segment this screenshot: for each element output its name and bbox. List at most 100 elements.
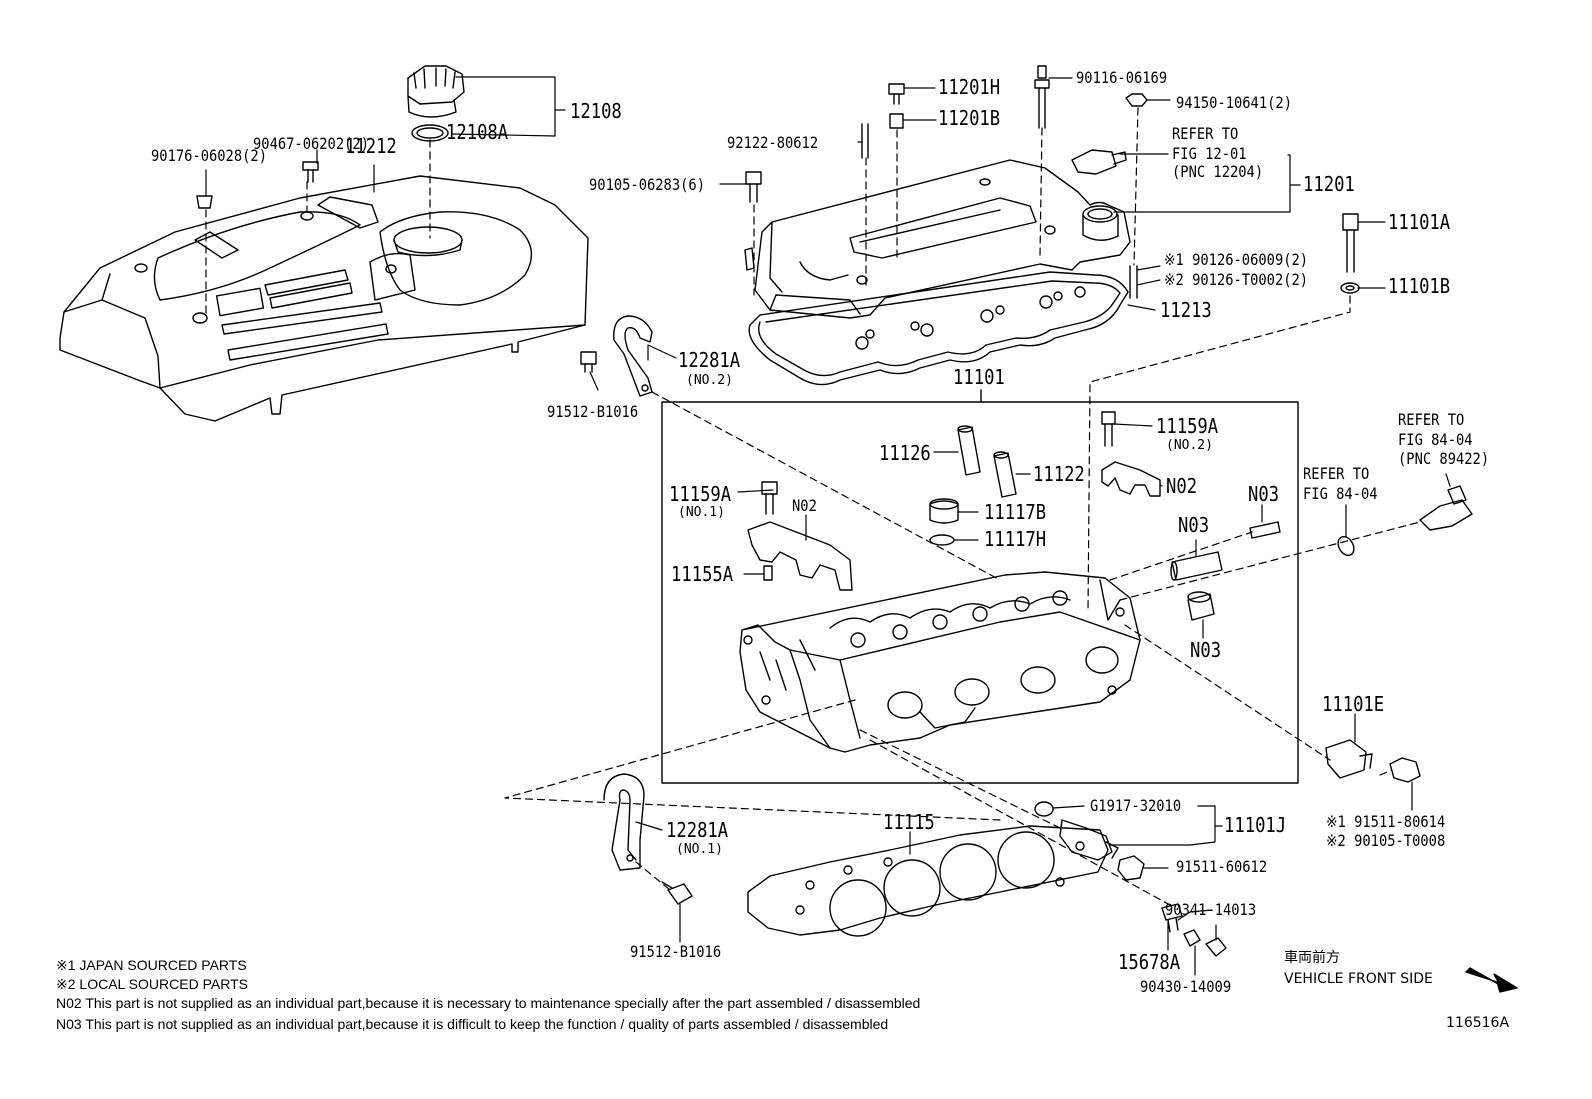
label-refer1-a: REFER TO	[1172, 124, 1239, 143]
label-11213: 11213	[1160, 298, 1212, 322]
bearing-cap-n02-right	[1101, 461, 1161, 497]
label-11201B: 11201B	[938, 106, 1001, 130]
label-90341: 90341-14013	[1165, 900, 1257, 919]
label-11101E: 11101E	[1322, 692, 1385, 716]
sensor-11101E	[1325, 739, 1373, 779]
pipe-11122	[993, 451, 1017, 498]
engine-cover-11212	[59, 175, 589, 422]
label-refer2-c: (PNC 89422)	[1398, 449, 1490, 468]
label-90467: 90467-06202(2)	[253, 134, 369, 153]
note-n02: N02 This part is not supplied as an indi…	[56, 995, 921, 1011]
label-no2-a: (NO.2)	[686, 373, 733, 388]
note-japan-sourced: ※1 JAPAN SOURCED PARTS	[56, 957, 247, 973]
label-90126-a: ※1 90126-06009(2)	[1164, 250, 1309, 269]
label-12108: 12108	[570, 99, 622, 123]
guide-n03-c	[1187, 591, 1215, 621]
bolt-91512-bottom	[661, 881, 693, 905]
guide-n03-a	[1249, 521, 1281, 539]
note-local-sourced: ※2 LOCAL SOURCED PARTS	[56, 976, 248, 992]
engine-hanger-no2	[613, 315, 653, 397]
label-jp-front: 車両前方	[1284, 950, 1340, 966]
label-11101J: 11101J	[1224, 813, 1287, 837]
label-11122: 11122	[1033, 462, 1085, 486]
label-11115: 11115	[883, 810, 935, 834]
bolt-91511-60612	[1117, 855, 1145, 881]
label-15678A: 15678A	[1118, 950, 1181, 974]
bolt-90105-06283	[745, 171, 762, 203]
label-11201H: 11201H	[938, 75, 1001, 99]
label-11159A-l: 11159A	[669, 482, 732, 506]
label-90105-T0008: ※2 90105-T0008	[1326, 831, 1446, 850]
label-94150: 94150-10641(2)	[1176, 93, 1292, 112]
washer-11101B	[1340, 282, 1360, 294]
label-92122: 92122-80612	[727, 133, 819, 152]
label-11101: 11101	[953, 365, 1005, 389]
label-90176: 90176-06028(2)	[151, 146, 267, 165]
label-91512-top: 91512-B1016	[547, 402, 639, 421]
note-n03: N03 This part is not supplied as an indi…	[56, 1016, 889, 1032]
bolt-91512-top	[580, 351, 597, 373]
label-no1-a: (NO.1)	[678, 505, 725, 520]
pin-11155A	[763, 565, 773, 581]
ocv-valve-11101J	[1059, 819, 1119, 861]
guide-n03-b	[1170, 551, 1223, 581]
label-n02-right: N02	[1166, 474, 1198, 498]
label-12108A: 12108A	[446, 120, 509, 144]
label-n03-a: N03	[1248, 482, 1280, 506]
label-n03-c: N03	[1190, 638, 1222, 662]
nut-90430	[1183, 929, 1201, 947]
label-11117H: 11117H	[984, 527, 1047, 551]
bolt-90341	[1205, 937, 1227, 957]
leader-lines	[205, 76, 1451, 976]
oring-G1917	[1034, 801, 1054, 817]
label-11201: 11201	[1303, 172, 1355, 196]
label-90126-b: ※2 90126-T0002(2)	[1164, 270, 1309, 289]
label-vehicle-front: VEHICLE FRONT SIDE	[1284, 971, 1433, 987]
label-11126: 11126	[879, 441, 931, 465]
bolt-11159A-no2	[1101, 411, 1116, 447]
engine-hanger-no1	[603, 773, 645, 871]
nut-94150	[1125, 93, 1148, 107]
label-12281A-top: 12281A	[678, 348, 741, 372]
bearing-cap-n02-left	[747, 521, 853, 591]
stud-90126	[1129, 265, 1138, 299]
head-gasket-11115	[747, 825, 1109, 937]
label-refer2-b: FIG 84-04	[1398, 430, 1473, 449]
label-refer3-a: REFER TO	[1303, 464, 1370, 483]
label-11159A-r: 11159A	[1156, 414, 1219, 438]
stud-92122	[861, 123, 869, 159]
label-12281A-bottom: 12281A	[666, 818, 729, 842]
label-refer1-c: (PNC 12204)	[1172, 162, 1264, 181]
label-G1917: G1917-32010	[1090, 796, 1182, 815]
bolt-91511-80614	[1389, 757, 1421, 783]
pcv-valve-12204	[1071, 149, 1127, 175]
seal-11201B	[889, 113, 904, 129]
label-no2-b: (NO.2)	[1166, 438, 1213, 453]
label-refer1-b: FIG 12-01	[1172, 144, 1247, 163]
label-91511-60612: 91511-60612	[1176, 857, 1268, 876]
cylinder-head-box-11101	[661, 389, 1299, 784]
label-90116: 90116-06169	[1076, 68, 1168, 87]
label-refer3-b: FIG 84-04	[1303, 484, 1378, 503]
plug-11117B	[929, 498, 959, 524]
illustration-id: 116516A	[1446, 1015, 1510, 1031]
label-11117B: 11117B	[984, 500, 1047, 524]
vehicle-front-arrow	[1465, 967, 1518, 993]
label-n03-b: N03	[1178, 513, 1210, 537]
label-11101A: 11101A	[1388, 210, 1451, 234]
label-11155A: 11155A	[671, 562, 734, 586]
temp-sensor-89422	[1419, 485, 1473, 531]
bolt-90467	[302, 161, 319, 183]
label-91511-80614: ※1 91511-80614	[1326, 812, 1446, 831]
stud-90116	[1034, 65, 1050, 129]
bolt-11159A-no1	[761, 481, 778, 515]
label-90430: 90430-14009	[1140, 977, 1232, 996]
head-cover-gasket-11213	[748, 271, 1129, 386]
label-refer2-a: REFER TO	[1398, 410, 1465, 429]
cylinder-head-11101	[739, 571, 1141, 753]
grommet-90176	[196, 195, 213, 209]
label-n02-left: N02	[792, 496, 817, 515]
label-no1-b: (NO.1)	[676, 842, 723, 857]
